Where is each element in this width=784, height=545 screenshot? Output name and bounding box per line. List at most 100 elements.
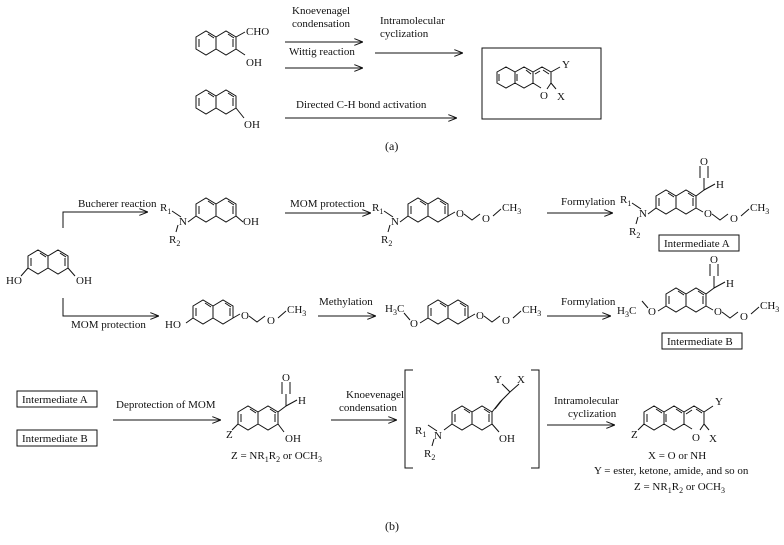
vinyl-x-label: X xyxy=(517,374,525,386)
ring-o-label: O xyxy=(540,90,548,102)
mom-o-label: O xyxy=(267,315,275,327)
oh-label: OH xyxy=(285,433,301,445)
final-product-structure: Z Y O X xyxy=(631,396,723,445)
r1-label: R1 xyxy=(415,425,426,439)
row3-intermediate-b-label: Intermediate B xyxy=(22,433,88,445)
z-label: Z xyxy=(226,429,233,441)
aldehyde-o-label: O xyxy=(700,156,708,168)
h3c-label: H3C xyxy=(617,305,636,319)
ho-label: HO xyxy=(6,275,22,287)
methylation-label: Methylation xyxy=(319,296,373,308)
z-label: Z xyxy=(631,429,638,441)
r1-label: R1 xyxy=(620,194,631,208)
oh-label: OH xyxy=(246,57,262,69)
row3-intermediate-a-box xyxy=(16,390,98,408)
intermediate-a-box xyxy=(658,234,740,252)
mom-methoxy-structure: H3C O O O CH3 xyxy=(385,299,541,330)
mom-o-label: O xyxy=(740,311,748,323)
r1-label: R1 xyxy=(160,202,171,216)
mom-o-label: O xyxy=(714,306,722,318)
ch3-label: CH3 xyxy=(760,300,779,314)
methoxy-o-label: O xyxy=(648,306,656,318)
mom-protection-top-label: MOM protection xyxy=(290,198,365,210)
aldehyde-h-label: H xyxy=(298,395,306,407)
target-product-box xyxy=(481,47,602,120)
oh-label: OH xyxy=(499,433,515,445)
ch3-label: CH3 xyxy=(750,202,769,216)
ho-label: HO xyxy=(165,319,181,331)
aminonaphthol-structure: R1 N R2 OH xyxy=(160,197,259,248)
z-definition: Z = NR1R2 or OCH3 xyxy=(231,450,322,464)
ch3-label: CH3 xyxy=(522,304,541,318)
mom-o-label: O xyxy=(730,213,738,225)
y-definition: Y = ester, ketone, amide, and so on xyxy=(594,465,749,477)
hydroxy-aldehyde-structure: Z O H OH xyxy=(226,372,306,445)
r2-label: R2 xyxy=(381,234,392,248)
panel-a: CHO OH OH Knoevenagel condensation Witti… xyxy=(195,5,602,153)
intermediate-b-label: Intermediate B xyxy=(667,336,733,348)
z-definition-final: Z = NR1R2 or OCH3 xyxy=(634,481,725,495)
n-label: N xyxy=(639,208,647,220)
intermediate-b-box xyxy=(661,332,743,350)
mom-o-label: O xyxy=(502,315,510,327)
knoevenagel-label: Knoevenagel xyxy=(346,389,404,401)
mom-protection-bottom-label: MOM protection xyxy=(71,319,146,331)
r2-label: R2 xyxy=(424,448,435,462)
y-label: Y xyxy=(715,396,723,408)
mom-protection-bottom-arrow xyxy=(62,298,158,316)
methoxy-o-label: O xyxy=(410,318,418,330)
cho-label: CHO xyxy=(246,26,269,38)
row3-intermediate-a-label: Intermediate A xyxy=(22,394,88,406)
cyclization-label: cyclization xyxy=(568,408,617,420)
oh-label: OH xyxy=(244,119,260,131)
right-bracket xyxy=(531,369,540,469)
knoevenagel-label: Knoevenagel xyxy=(292,5,350,17)
condensation-label: condensation xyxy=(292,18,351,30)
mom-o-label: O xyxy=(482,213,490,225)
mom-o-label: O xyxy=(476,310,484,322)
left-bracket xyxy=(404,369,413,469)
mom-o-label: O xyxy=(241,310,249,322)
wittig-label: Wittig reaction xyxy=(289,46,355,58)
dihydroxynaphthalene-structure: HO OH xyxy=(6,249,92,287)
panel-b-caption: (b) xyxy=(385,519,399,533)
mom-o-label: O xyxy=(704,208,712,220)
vinyl-y-label: Y xyxy=(494,374,502,386)
mom-naphthol-structure: HO O O CH3 xyxy=(165,299,306,331)
ring-o-label: O xyxy=(692,432,700,444)
naphthol-aldehyde-structure: CHO OH xyxy=(195,26,269,69)
x-definition: X = O or NH xyxy=(648,450,706,462)
panel-b: HO OH Bucherer reaction MOM protection R… xyxy=(6,156,779,533)
cyclization-label: cyclization xyxy=(380,28,429,40)
intermediate-b-structure: H3C O O H O O CH3 xyxy=(617,254,779,323)
vinyl-intermediate-structure: R1 N R2 Y X OH xyxy=(415,374,525,462)
mom-amine-structure: R1 N R2 O O CH3 xyxy=(372,197,521,248)
deprotection-label: Deprotection of MOM xyxy=(116,399,216,411)
y-label: Y xyxy=(562,59,570,71)
h3c-label: H3C xyxy=(385,303,404,317)
oh-label: OH xyxy=(76,275,92,287)
x-label: X xyxy=(557,91,565,103)
aldehyde-h-label: H xyxy=(726,278,734,290)
r2-label: R2 xyxy=(629,226,640,240)
ch-activation-label: Directed C-H bond activation xyxy=(296,99,427,111)
panel-a-caption: (a) xyxy=(385,139,398,153)
r1-label: R1 xyxy=(372,202,383,216)
naphthol-structure: OH xyxy=(195,89,260,131)
row3-intermediate-b-box xyxy=(16,429,98,447)
ch3-label: CH3 xyxy=(502,202,521,216)
n-label: N xyxy=(179,216,187,228)
aldehyde-o-label: O xyxy=(282,372,290,384)
n-label: N xyxy=(391,216,399,228)
bucherer-label: Bucherer reaction xyxy=(78,198,157,210)
mom-o-label: O xyxy=(456,208,464,220)
formylation-bottom-label: Formylation xyxy=(561,296,616,308)
formylation-top-label: Formylation xyxy=(561,196,616,208)
aldehyde-o-label: O xyxy=(710,254,718,266)
condensation-label: condensation xyxy=(339,402,398,414)
ch3-label: CH3 xyxy=(287,304,306,318)
r2-label: R2 xyxy=(169,234,180,248)
intermediate-a-label: Intermediate A xyxy=(664,238,730,250)
oh-label: OH xyxy=(243,216,259,228)
x-label: X xyxy=(709,433,717,445)
